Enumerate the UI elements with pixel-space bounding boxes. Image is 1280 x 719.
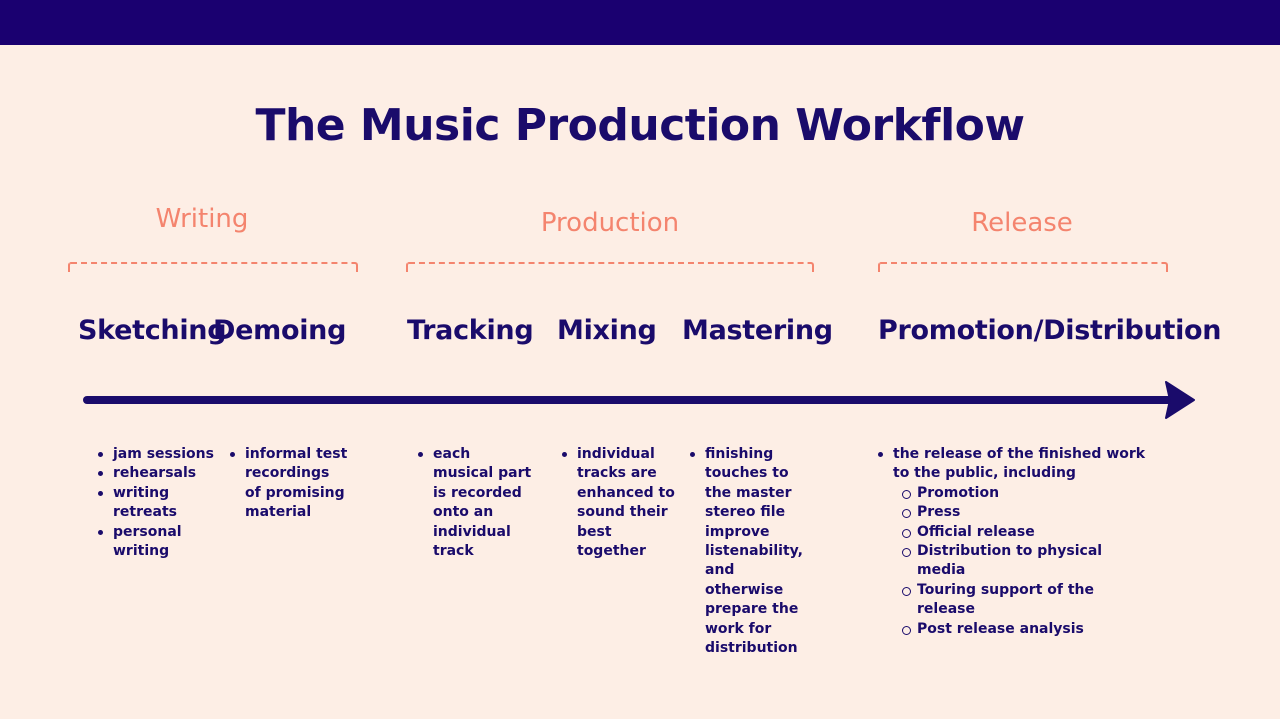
stage-tracking: Tracking [407, 315, 534, 346]
list-item: finishing touches to the master stereo f… [689, 445, 811, 658]
list-item: personal writing [97, 523, 225, 562]
stage-promotion: Promotion/Distribution [878, 315, 1222, 346]
list-item: Press [893, 503, 1152, 522]
details-demoing: informal test recordings of promising ma… [229, 445, 349, 523]
list-item: Official release [893, 523, 1152, 542]
list-item: individual tracks are enhanced to sound … [561, 445, 675, 561]
stage-mixing: Mixing [557, 315, 657, 346]
list-item: Distribution to physical media [893, 542, 1152, 581]
promotion-sublist: Promotion Press Official release Distrib… [893, 484, 1152, 639]
top-bar [0, 0, 1280, 45]
phase-production: Production [540, 208, 680, 238]
list-item: jam sessions [97, 445, 225, 464]
list-item: each musical part is recorded onto an in… [417, 445, 535, 561]
list-item: Promotion [893, 484, 1152, 503]
details-mastering: finishing touches to the master stereo f… [689, 445, 811, 658]
bracket-writing [68, 262, 358, 272]
arrow-head-icon [1165, 381, 1195, 419]
timeline-arrow [83, 381, 1195, 419]
details-sketching: jam sessions rehearsals writing retreats… [97, 445, 225, 561]
details-promotion: the release of the finished work to the … [877, 445, 1152, 639]
stage-demoing: Demoing [213, 315, 347, 346]
stage-sketching: Sketching [78, 315, 227, 346]
phase-release: Release [971, 208, 1073, 238]
details-mixing: individual tracks are enhanced to sound … [561, 445, 675, 561]
details-tracking: each musical part is recorded onto an in… [417, 445, 535, 561]
list-item: Touring support of the release [893, 581, 1152, 620]
promotion-intro: the release of the finished work to the … [893, 446, 1146, 482]
list-item: rehearsals [97, 464, 225, 483]
list-item: writing retreats [97, 484, 225, 523]
stage-mastering: Mastering [682, 315, 833, 346]
bracket-production [406, 262, 814, 272]
list-item: informal test recordings of promising ma… [229, 445, 349, 523]
list-item: the release of the finished work to the … [877, 445, 1152, 639]
list-item: Post release analysis [893, 620, 1152, 639]
bracket-release [878, 262, 1168, 272]
page-title: The Music Production Workflow [255, 100, 1025, 151]
phase-writing: Writing [155, 204, 249, 234]
